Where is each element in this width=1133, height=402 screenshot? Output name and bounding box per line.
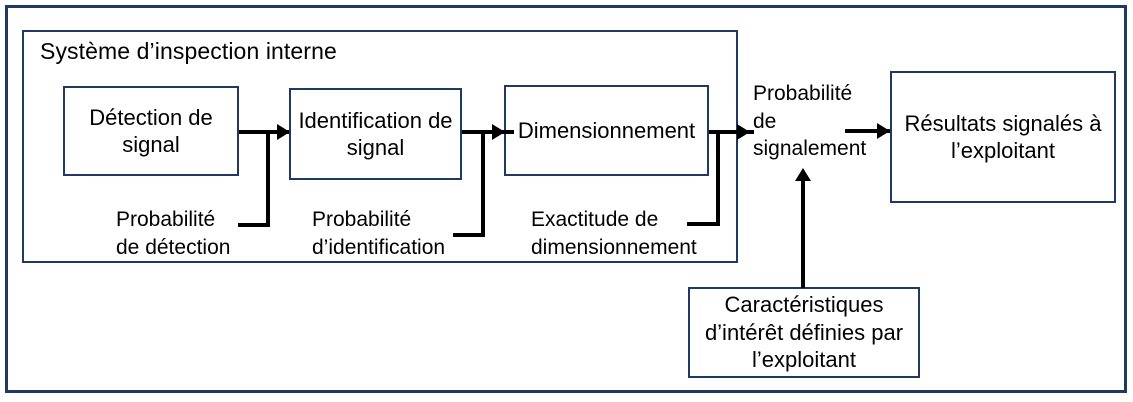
label-sizing-accuracy: Exactitude de dimensionnement bbox=[531, 208, 697, 259]
box-signal-identification[interactable]: Identification de signal bbox=[289, 88, 462, 180]
connector-sizing-to-reporting-horizontal bbox=[709, 130, 754, 134]
connector-features-to-reporting-vertical bbox=[801, 180, 805, 288]
connector-accuracy-elbow-vertical bbox=[716, 130, 720, 226]
box-operator-defined-features[interactable]: Caractéristiques d’intérêt définies par … bbox=[688, 287, 920, 378]
box-sizing[interactable]: Dimensionnement bbox=[504, 85, 709, 176]
arrowhead-detection-to-identification bbox=[277, 124, 290, 140]
arrowhead-identification-to-sizing bbox=[492, 124, 505, 140]
arrowhead-sizing-to-reporting bbox=[737, 124, 750, 140]
connector-pod-elbow-vertical bbox=[266, 130, 270, 227]
label-probability-of-reporting: Probabilité de signalement bbox=[753, 82, 867, 161]
connector-identification-to-sizing-horizontal bbox=[462, 130, 514, 134]
connector-poi-elbow-vertical bbox=[481, 130, 485, 237]
box-reported-results[interactable]: Résultats signalés à l’exploitant bbox=[890, 71, 1116, 203]
connector-detection-to-identification-horizontal bbox=[239, 130, 289, 134]
connector-reporting-to-results-horizontal bbox=[845, 129, 890, 133]
arrowhead-features-to-reporting bbox=[795, 168, 811, 181]
connector-accuracy-elbow-horizontal bbox=[687, 222, 720, 226]
label-probability-of-detection: Probabilité de détection bbox=[116, 208, 231, 259]
outer-frame bbox=[5, 5, 1127, 393]
connector-poi-elbow-horizontal bbox=[453, 233, 485, 237]
internal-inspection-system-frame bbox=[22, 30, 738, 263]
arrowhead-reporting-to-results bbox=[877, 123, 890, 139]
box-signal-detection[interactable]: Détection de signal bbox=[63, 86, 239, 176]
internal-inspection-system-title: Système d’inspection interne bbox=[40, 38, 337, 64]
label-probability-of-identification: Probabilité d’identification bbox=[312, 208, 446, 259]
connector-pod-elbow-horizontal bbox=[238, 223, 270, 227]
